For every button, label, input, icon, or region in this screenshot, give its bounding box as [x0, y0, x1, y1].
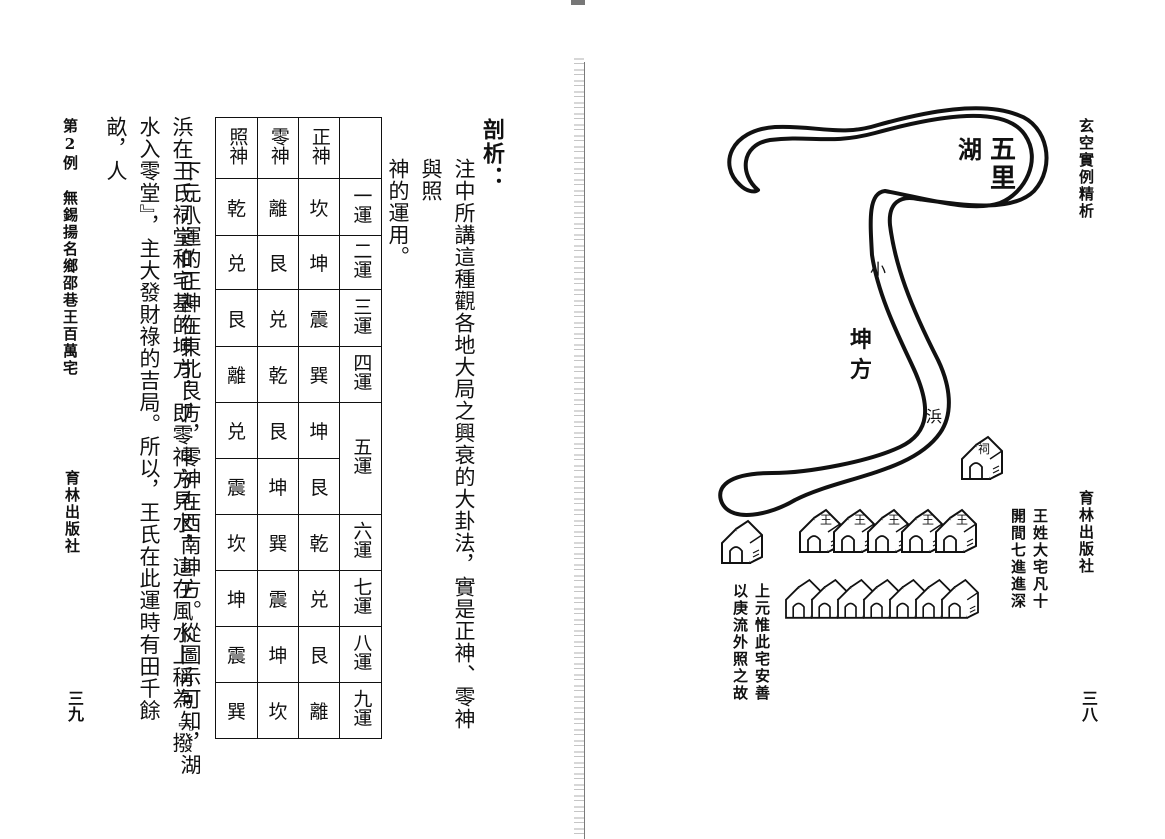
table-row: 巽 坎 離 九運 [215, 682, 382, 739]
table-cell: 二運 [339, 235, 382, 290]
table-cell: 一運 [339, 178, 382, 236]
table-cell: 坤 [298, 235, 340, 290]
right-page-number: 三八 [1079, 690, 1098, 722]
table-row: 乾 離 坎 一運 [215, 178, 382, 236]
table-cell: 兑 [298, 570, 340, 627]
house-label: 王 [922, 513, 934, 527]
table-cell: 離 [257, 178, 299, 236]
analysis-line-2: 神的運用。 [386, 158, 410, 268]
table-cell: 震 [215, 458, 258, 515]
shrine-label: 祠 [978, 442, 990, 456]
analysis-paragraph: 注中所講這種觀各地大局之興衰的大卦法，實是正神、零神與照神的運用。 [386, 158, 480, 748]
table-cell: 艮 [298, 626, 340, 683]
example-label: 第2例 [61, 118, 79, 172]
table-cell: 正神 [298, 117, 340, 179]
table-cell: 坤 [298, 402, 340, 459]
left-page-number: 三九 [65, 690, 84, 722]
table-cell: 七運 [339, 570, 382, 627]
table-cell: 坎 [298, 178, 340, 236]
book-title: 玄空實例精析 [1077, 118, 1095, 220]
table-cell: 坤 [257, 626, 299, 683]
table-cell: 兑 [215, 402, 258, 459]
table-row: 震 坤 艮 [215, 458, 382, 515]
table-cell: 坤 [215, 570, 258, 627]
direction-label-1: 坤 [850, 327, 872, 353]
site-map-diagram: 五 里 湖 小 浜 坤 方 祠 王 王 王 王 王 [718, 106, 1049, 619]
lake-label-3: 湖 [958, 135, 982, 164]
direction-label-2: 方 [850, 357, 872, 383]
table-cell: 兑 [257, 289, 299, 347]
body-paragraph-1: 下元八運的正神在東北艮方，零神在西南坤方。從圖示可知，湖 [178, 160, 202, 776]
binding-mark [571, 0, 585, 5]
lake-label-2: 里 [990, 164, 1016, 194]
table-cell: 乾 [257, 346, 299, 403]
book-spine-shadow [574, 58, 584, 839]
table-cell: 艮 [257, 402, 299, 459]
house-label: 王 [820, 513, 832, 527]
table-cell: 震 [257, 570, 299, 627]
analysis-line-1: 注中所講這種觀各地大局之興衰的大卦法，實是正神、零神與照 [419, 158, 476, 730]
table-corner-cell [339, 117, 382, 179]
table-cell: 艮 [298, 458, 340, 515]
table-cell: 坎 [257, 682, 299, 739]
lone-house [721, 520, 763, 564]
table-cell: 震 [298, 289, 340, 347]
table-cell: 九運 [339, 682, 382, 739]
stream-label-2: 浜 [926, 407, 942, 426]
table-cell: 兑 [215, 235, 258, 290]
table-cell: 六運 [339, 514, 382, 571]
house-label: 王 [854, 513, 866, 527]
wang-houses-upper-row: 王 王 王 王 王 [799, 509, 977, 553]
table-cell: 四運 [339, 346, 382, 403]
body-paragraph-2: 浜在王氏祠堂和宅基的坤方，即零神方見水，這在風水上稱為『撥水入零堂』，主大發財祿… [104, 116, 194, 754]
left-publisher: 育林出版社 [63, 470, 81, 555]
table-cell: 震 [215, 626, 258, 683]
wang-houses-lower-row [785, 579, 979, 619]
table-cell: 離 [215, 346, 258, 403]
table-row: 坤 震 兑 七運 [215, 570, 382, 627]
table-row: 坎 巽 乾 六運 [215, 514, 382, 571]
nine-cycles-table: 照神 零神 正神 乾 離 坎 一運 兑 艮 坤 二運 艮 兑 震 三運 離 乾 … [215, 117, 382, 739]
table-cell: 三運 [339, 289, 382, 347]
table-cell: 巽 [257, 514, 299, 571]
analysis-title: 剖析： [479, 118, 505, 190]
table-cell: 離 [298, 682, 340, 739]
table-cell: 坎 [215, 514, 258, 571]
example-title: 無錫揚名鄉邵巷王百萬宅 [61, 190, 79, 377]
table-row: 震 坤 艮 八運 [215, 626, 382, 683]
shrine-building: 祠 [961, 436, 1003, 480]
table-cell: 八運 [339, 626, 382, 683]
table-cell: 坤 [257, 458, 299, 515]
table-row: 照神 零神 正神 [215, 117, 382, 179]
diagram-caption-1: 王姓大宅凡十 [1031, 508, 1049, 610]
house-label: 王 [956, 513, 968, 527]
house-label: 王 [888, 513, 900, 527]
lake-and-stream-outline [718, 106, 1049, 517]
right-publisher: 育林出版社 [1077, 490, 1095, 575]
diagram-caption-2: 開間七進進深 [1009, 508, 1027, 610]
book-gutter [584, 62, 585, 839]
table-cell: 巽 [298, 346, 340, 403]
table-cell: 乾 [215, 178, 258, 236]
table-cell: 五運 [339, 402, 382, 515]
table-row: 兑 艮 坤 二運 [215, 235, 382, 290]
table-cell: 乾 [298, 514, 340, 571]
table-row: 離 乾 巽 四運 [215, 346, 382, 403]
stream-label-1: 小 [870, 260, 886, 279]
table-row: 兑 艮 坤 五運 [215, 402, 382, 515]
table-cell: 艮 [215, 289, 258, 347]
table-cell: 照神 [215, 117, 258, 179]
table-row: 艮 兑 震 三運 [215, 289, 382, 347]
example-heading: 第2例無錫揚名鄉邵巷王百萬宅 [60, 118, 81, 377]
diagram-caption-4: 以庚流外照之故 [731, 583, 749, 702]
table-cell: 巽 [215, 682, 258, 739]
table-cell: 零神 [257, 117, 299, 179]
diagram-caption-3: 上元惟此宅安善 [753, 583, 771, 702]
lake-label-1: 五 [990, 135, 1016, 165]
table-cell: 艮 [257, 235, 299, 290]
